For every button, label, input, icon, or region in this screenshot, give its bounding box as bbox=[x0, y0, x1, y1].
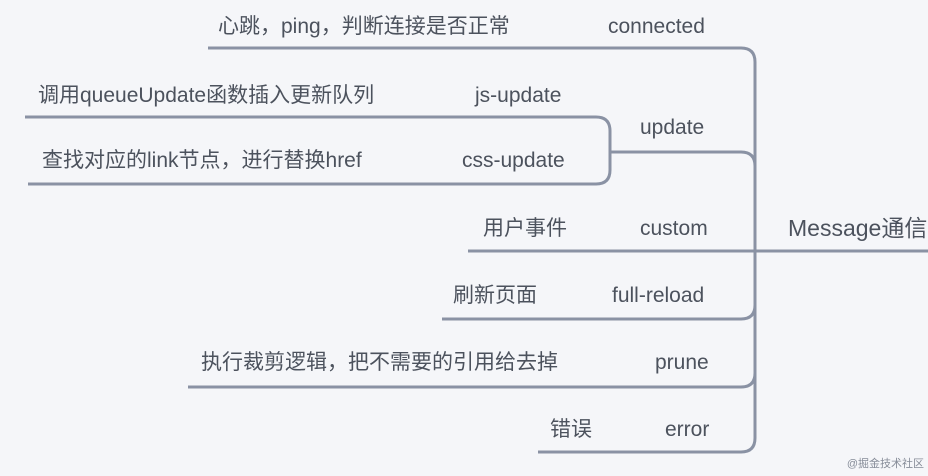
node-full-reload-description: 刷新页面 bbox=[453, 284, 537, 307]
root-node-label: Message通信 bbox=[788, 215, 928, 241]
node-update-label: update bbox=[640, 116, 705, 139]
node-connected-description: 心跳，ping，判断连接是否正常 bbox=[218, 15, 510, 38]
connector-prune bbox=[188, 372, 757, 389]
node-full-reload-label: full-reload bbox=[612, 284, 705, 307]
juejin-watermark: @掘金技术社区 bbox=[846, 458, 924, 470]
node-prune-label: prune bbox=[655, 351, 709, 374]
connector-full-reload bbox=[442, 304, 757, 321]
node-js-update-description: 调用queueUpdate函数插入更新队列 bbox=[38, 84, 375, 107]
node-css-update-label: css-update bbox=[462, 149, 565, 172]
connector-update bbox=[610, 150, 757, 167]
node-custom-description: 用户事件 bbox=[483, 217, 567, 240]
node-css-update-description: 查找对应的link节点，进行替换href bbox=[42, 149, 362, 172]
node-js-update-label: js-update bbox=[475, 84, 562, 107]
node-prune-description: 执行裁剪逻辑，把不需要的引用给去掉 bbox=[201, 351, 558, 374]
node-connected-label: connected bbox=[608, 15, 705, 38]
node-custom-label: custom bbox=[640, 217, 708, 240]
node-error-label: error bbox=[665, 418, 710, 441]
node-error-description: 错误 bbox=[550, 418, 592, 441]
